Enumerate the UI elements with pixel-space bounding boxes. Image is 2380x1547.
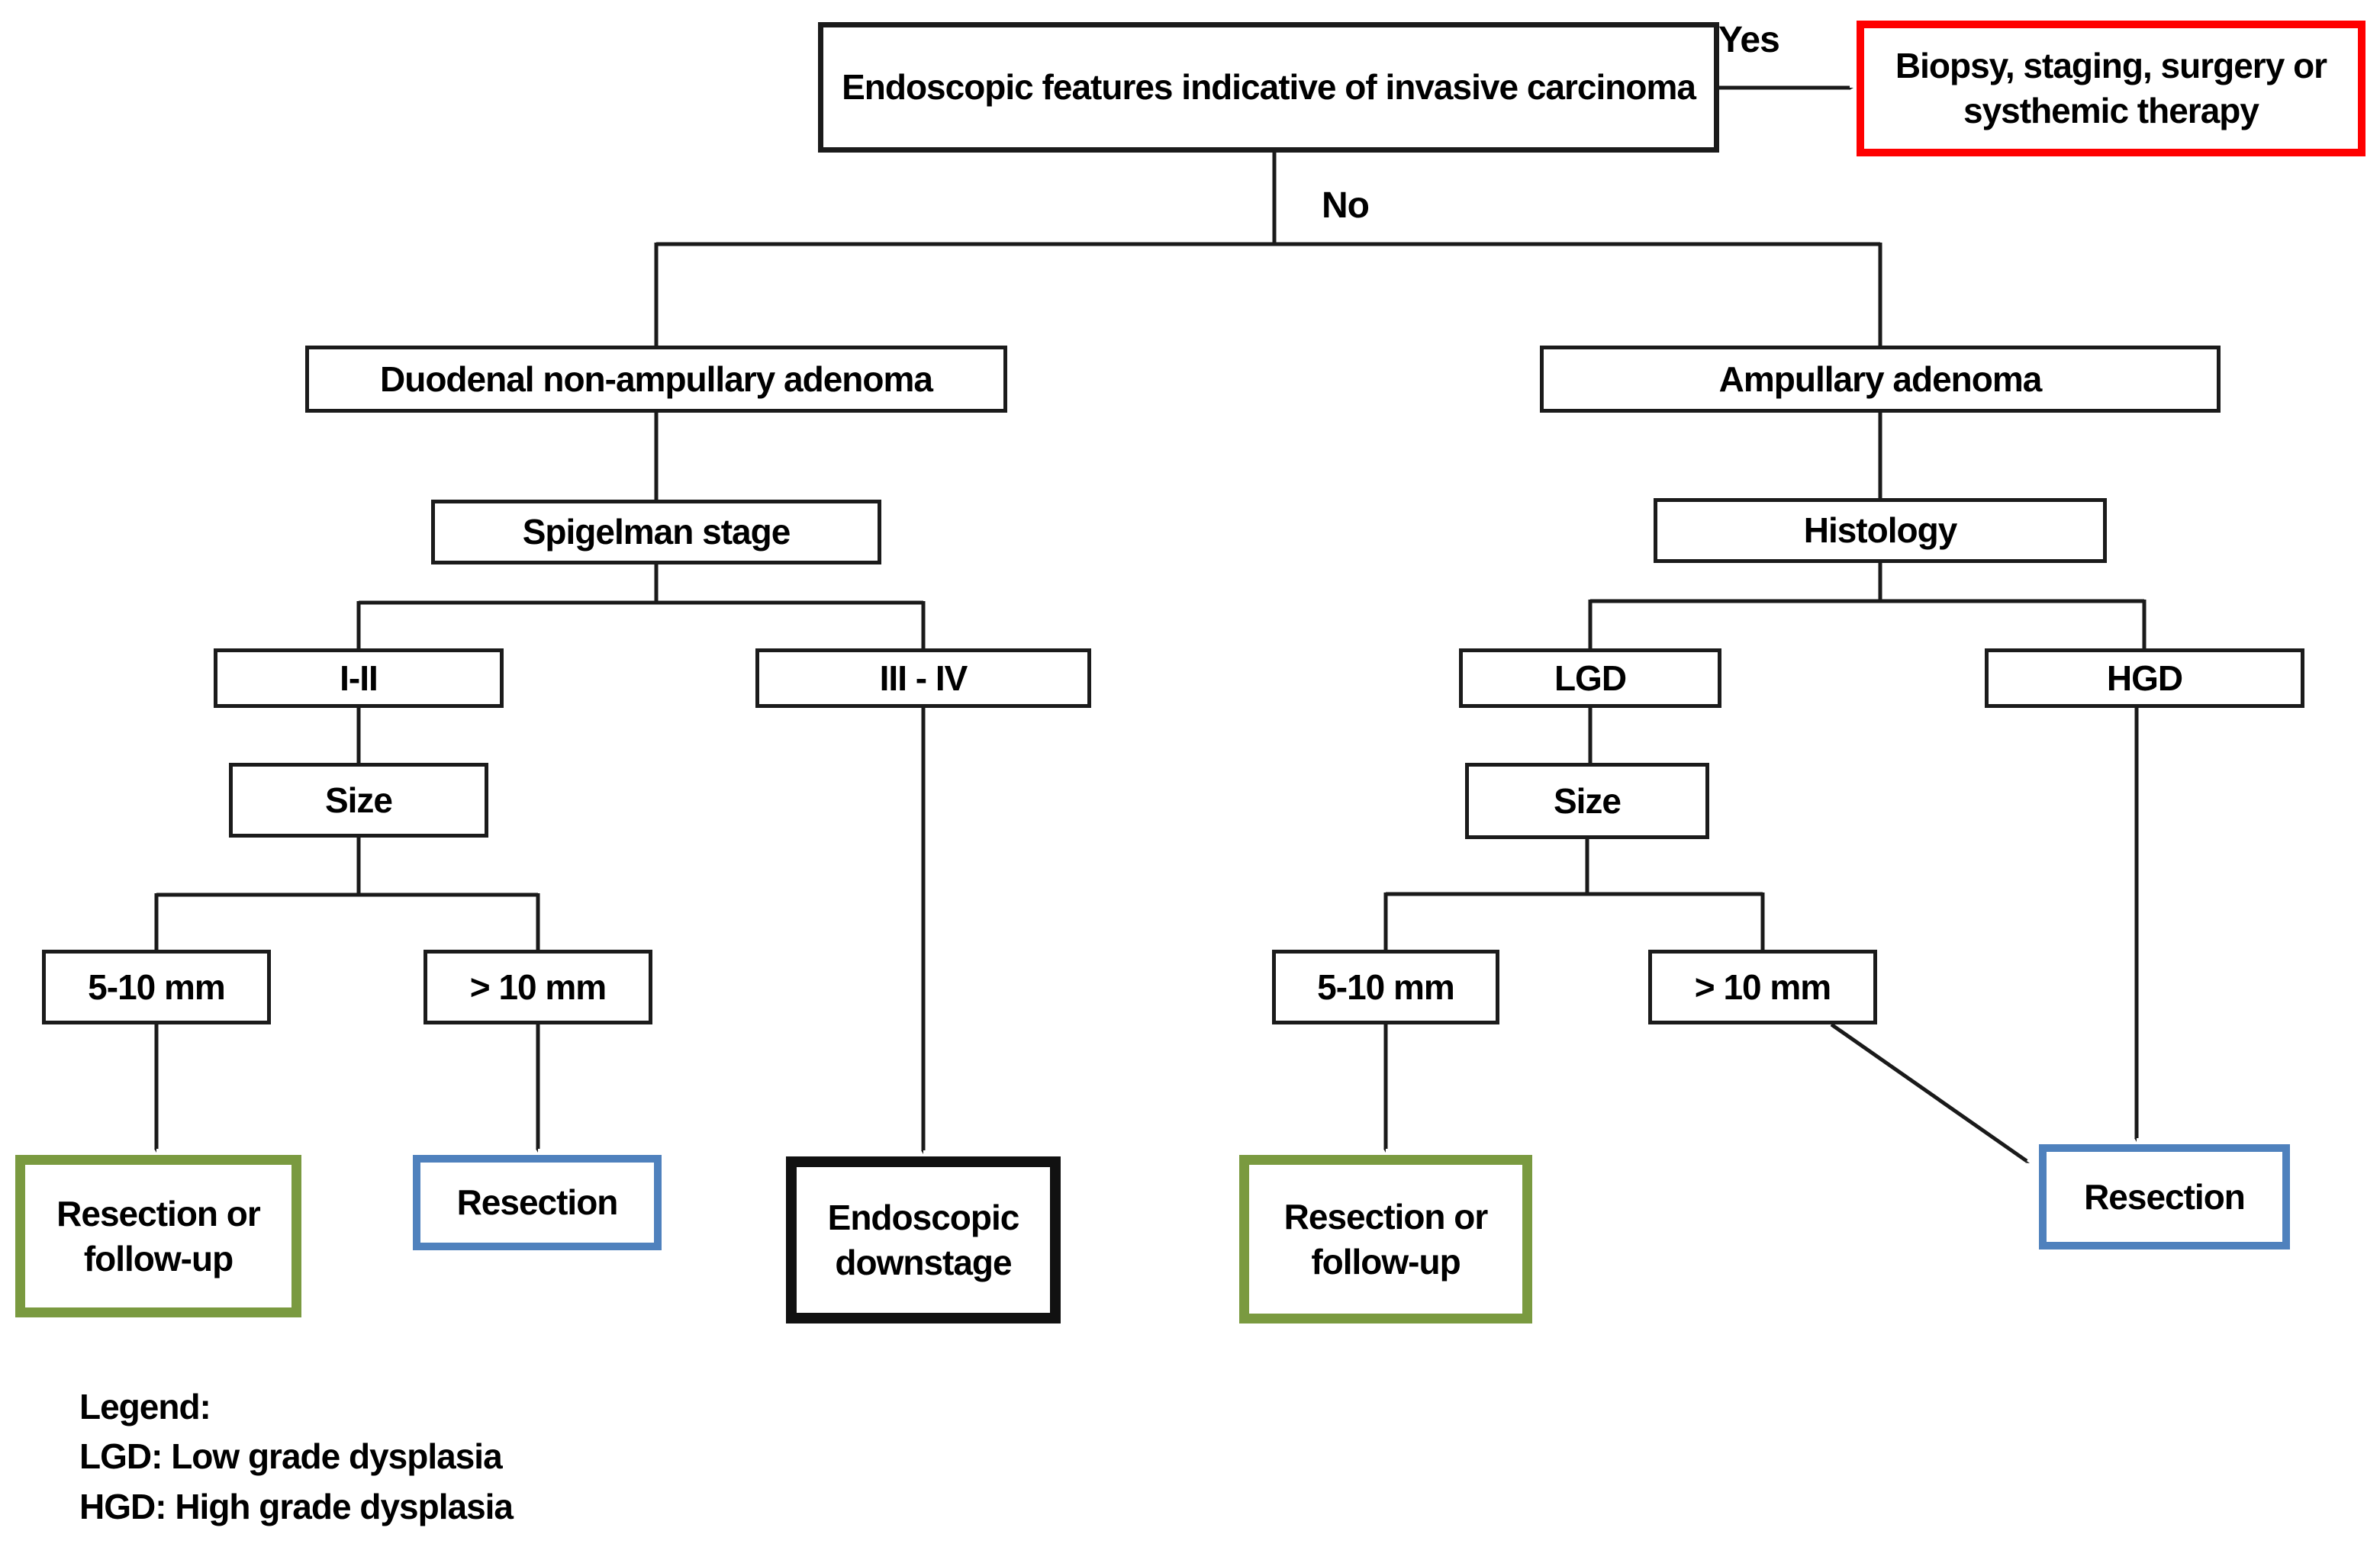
size-right-node: Size [1465,763,1709,839]
root-node-label: Endoscopic features indicative of invasi… [842,67,1696,108]
size-over-10mm-left-node: > 10 mm [424,950,652,1024]
duodenal-adenoma-node: Duodenal non-ampullary adenoma [305,346,1007,413]
stage-III-IV-label: III - IV [879,658,968,698]
resection-right-label: Resection [2084,1176,2246,1217]
resection-or-followup-right-node: Resection or follow-up [1239,1155,1532,1323]
legend-title: Legend: [79,1387,211,1426]
size-left-node: Size [229,763,488,838]
size-5-10mm-left-label: 5-10 mm [88,966,226,1007]
biopsy-staging-label: Biopsy, staging, surgery or systhemic th… [1895,46,2327,130]
size-5-10mm-left-node: 5-10 mm [42,950,271,1024]
histology-node: Histology [1654,498,2107,563]
size-over-10mm-right-node: > 10 mm [1648,950,1877,1024]
spigelman-stage-label: Spigelman stage [522,512,791,552]
lgd-label: LGD [1554,658,1627,698]
size-5-10mm-right-label: 5-10 mm [1317,966,1455,1007]
yes-edge-label: Yes [1718,20,1780,60]
endoscopic-downstage-node: Endoscopic downstage [786,1156,1061,1323]
duodenal-adenoma-label: Duodenal non-ampullary adenoma [380,359,933,399]
resection-or-followup-left-node: Resection or follow-up [15,1155,301,1317]
lgd-node: LGD [1459,648,1721,708]
legend: Legend: LGD: Low grade dysplasia HGD: Hi… [79,1382,514,1532]
stage-III-IV-node: III - IV [755,648,1091,708]
size-over-10mm-right-label: > 10 mm [1694,966,1831,1007]
resection-right-node: Resection [2039,1144,2290,1250]
size-right-label: Size [1553,780,1622,821]
resection-left-node: Resection [413,1155,662,1250]
endoscopic-downstage-label: Endoscopic downstage [827,1197,1020,1282]
size-over-10mm-left-label: > 10 mm [469,966,607,1007]
spigelman-stage-node: Spigelman stage [431,500,881,564]
no-edge-label: No [1322,185,1370,226]
stage-I-II-node: I-II [214,648,504,708]
resection-or-followup-right-label: Resection or follow-up [1283,1196,1489,1282]
legend-hgd: HGD: High grade dysplasia [79,1486,514,1526]
resection-left-label: Resection [456,1182,619,1223]
size-5-10mm-right-node: 5-10 mm [1272,950,1499,1024]
arrow-large-right-resection [1830,1022,2027,1161]
hgd-node: HGD [1985,648,2304,708]
root-node: Endoscopic features indicative of invasi… [818,22,1719,153]
stage-I-II-label: I-II [340,658,378,698]
ampullary-adenoma-node: Ampullary adenoma [1540,346,2221,413]
biopsy-staging-node: Biopsy, staging, surgery or systhemic th… [1857,21,2366,156]
hgd-label: HGD [2106,658,2183,698]
size-left-label: Size [324,780,393,820]
resection-or-followup-left-label: Resection or follow-up [56,1193,261,1278]
histology-label: Histology [1803,510,1958,551]
ampullary-adenoma-label: Ampullary adenoma [1718,359,2043,399]
legend-lgd: LGD: Low grade dysplasia [79,1436,503,1477]
